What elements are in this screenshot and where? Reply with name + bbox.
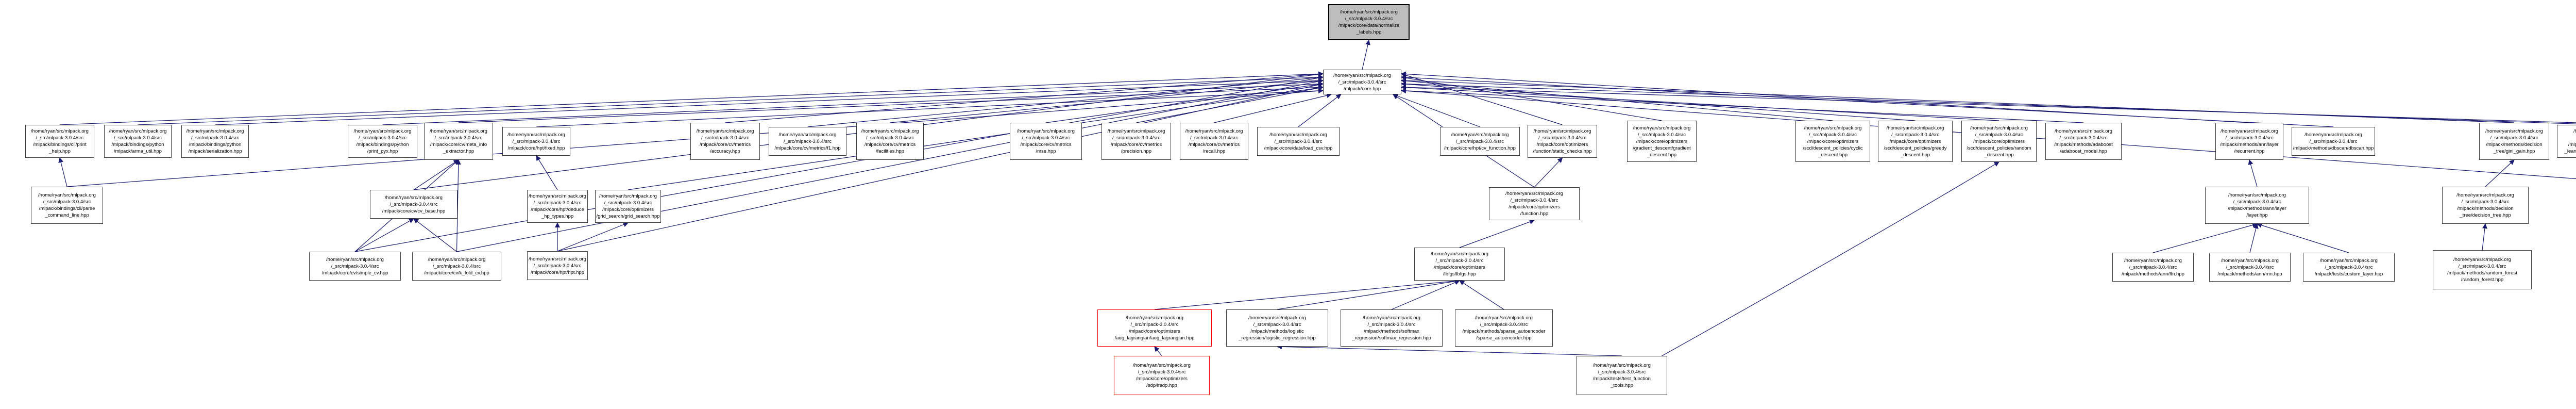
graph-node-d02[interactable]: /home/ryan/src/mlpack.org /_src/mlpack-3… (370, 190, 457, 219)
graph-node-d16[interactable]: /home/ryan/src/mlpack.org /_src/mlpack-3… (2205, 187, 2309, 224)
include-edge-d10-d09 (1154, 278, 1460, 310)
graph-node-n12[interactable]: /home/ryan/src/mlpack.org /_src/mlpack-3… (1180, 123, 1248, 160)
include-edge-d09-d08 (1459, 219, 1535, 248)
include-edge-n20-core (1401, 88, 2084, 123)
graph-node-d09[interactable]: /home/ryan/src/mlpack.org /_src/mlpack-3… (1414, 248, 1505, 281)
include-edge-d13-d09 (1459, 280, 1504, 310)
include-edge-n14-core (1393, 93, 1480, 127)
graph-node-d03[interactable]: /home/ryan/src/mlpack.org /_src/mlpack-3… (309, 252, 401, 281)
graph-node-n15[interactable]: /home/ryan/src/mlpack.org /_src/mlpack-3… (1528, 125, 1597, 158)
include-edge-n24-core (1401, 81, 2576, 124)
graph-node-n08[interactable]: /home/ryan/src/mlpack.org /_src/mlpack-3… (769, 127, 846, 156)
graph-node-core[interactable]: /home/ryan/src/mlpack.org /_src/mlpack-3… (1323, 70, 1401, 94)
graph-node-n18[interactable]: /home/ryan/src/mlpack.org /_src/mlpack-3… (1878, 121, 1953, 162)
include-edge-n16-core (1401, 75, 1662, 121)
include-edge-d16-n21 (2248, 159, 2258, 187)
graph-node-root: /home/ryan/src/mlpack.org /_src/mlpack-3… (1328, 4, 1410, 40)
include-edge-d04-n05 (455, 159, 461, 252)
graph-node-d15[interactable]: /home/ryan/src/mlpack.org /_src/mlpack-3… (1577, 356, 1667, 395)
include-edge-n19-core (1401, 85, 1999, 121)
graph-node-d05[interactable]: /home/ryan/src/mlpack.org /_src/mlpack-3… (527, 190, 588, 223)
graph-node-n02[interactable]: /home/ryan/src/mlpack.org /_src/mlpack-3… (104, 125, 172, 158)
include-edge-n15-core (1401, 72, 1563, 125)
graph-node-n22[interactable]: /home/ryan/src/mlpack.org /_src/mlpack-3… (2292, 127, 2375, 156)
include-edge-n05-core (458, 85, 1324, 123)
graph-node-d01[interactable]: /home/ryan/src/mlpack.org /_src/mlpack-3… (31, 187, 103, 224)
include-edge-d03-core (354, 75, 1324, 252)
include-edge-d04-core (456, 78, 1324, 252)
graph-node-d08[interactable]: /home/ryan/src/mlpack.org /_src/mlpack-3… (1489, 187, 1580, 220)
graph-node-n07[interactable]: /home/ryan/src/mlpack.org /_src/mlpack-3… (690, 123, 760, 160)
include-edge-d08-n15 (1534, 157, 1563, 188)
graph-node-n11[interactable]: /home/ryan/src/mlpack.org /_src/mlpack-3… (1101, 123, 1171, 160)
graph-node-n23[interactable]: /home/ryan/src/mlpack.org /_src/mlpack-3… (2479, 123, 2549, 160)
include-edge-d05-n06 (536, 155, 558, 190)
graph-node-d10[interactable]: /home/ryan/src/mlpack.org /_src/mlpack-3… (1097, 309, 1212, 347)
include-edge-n22-core (1401, 74, 2334, 127)
include-edge-n08-core (807, 75, 1324, 127)
include-edge-d19-d16 (2257, 222, 2349, 253)
graph-node-n09[interactable]: /home/ryan/src/mlpack.org /_src/mlpack-3… (856, 123, 924, 160)
include-edge-n01-core (59, 71, 1324, 125)
include-edge-d12-d09 (1391, 280, 1460, 310)
graph-node-n14[interactable]: /home/ryan/src/mlpack.org /_src/mlpack-3… (1440, 127, 1520, 156)
graph-node-n17[interactable]: /home/ryan/src/mlpack.org /_src/mlpack-3… (1795, 121, 1870, 162)
graph-node-n21[interactable]: /home/ryan/src/mlpack.org /_src/mlpack-3… (2215, 123, 2283, 160)
include-edge-n25-core (1401, 85, 2576, 123)
include-edge-d21-d20 (2482, 223, 2487, 251)
graph-node-d11[interactable]: /home/ryan/src/mlpack.org /_src/mlpack-3… (1226, 309, 1328, 347)
graph-node-d14[interactable]: /home/ryan/src/mlpack.org /_src/mlpack-3… (1114, 356, 1210, 395)
include-edge-n02-core (138, 74, 1324, 125)
include-edge-n06-core (536, 88, 1324, 127)
include-edge-d07-d06 (557, 222, 629, 252)
include-edge-d03-d02 (354, 218, 414, 252)
include-edge-d15-d11 (1277, 344, 1622, 356)
include-edge-d07-core (557, 82, 1324, 252)
graph-node-n13[interactable]: /home/ryan/src/mlpack.org /_src/mlpack-3… (1257, 127, 1340, 156)
graph-node-n01[interactable]: /home/ryan/src/mlpack.org /_src/mlpack-3… (25, 125, 94, 158)
include-edge-d11-d09 (1277, 279, 1460, 310)
graph-node-d12[interactable]: /home/ryan/src/mlpack.org /_src/mlpack-3… (1341, 309, 1443, 347)
include-edge-core-root (1362, 40, 1370, 70)
graph-node-n19[interactable]: /home/ryan/src/mlpack.org /_src/mlpack-3… (1961, 121, 2037, 162)
include-edge-d02-n05 (413, 159, 459, 190)
include-edge-n07-core (725, 71, 1324, 123)
graph-node-d06[interactable]: /home/ryan/src/mlpack.org /_src/mlpack-3… (595, 190, 661, 223)
include-edge-d01-n01 (58, 157, 67, 187)
graph-node-d18[interactable]: /home/ryan/src/mlpack.org /_src/mlpack-3… (2209, 253, 2291, 282)
include-edge-d18-d16 (2249, 223, 2259, 253)
graph-node-n24[interactable]: /home/ryan/src/mlpack.org /_src/mlpack-3… (2557, 125, 2576, 158)
include-edge-d04-d02 (413, 218, 457, 252)
include-edge-n12-core (1214, 93, 1332, 123)
graph-node-n05[interactable]: /home/ryan/src/mlpack.org /_src/mlpack-3… (424, 123, 493, 160)
include-edge-n13-core (1298, 94, 1342, 127)
graph-node-d13[interactable]: /home/ryan/src/mlpack.org /_src/mlpack-3… (1455, 309, 1553, 347)
include-edge-n03-core (215, 78, 1324, 125)
graph-node-n20[interactable]: /home/ryan/src/mlpack.org /_src/mlpack-3… (2045, 123, 2122, 160)
include-edge-d14-d10 (1154, 346, 1162, 356)
include-edge-d17-d16 (2153, 222, 2258, 253)
graph-node-n04[interactable]: /home/ryan/src/mlpack.org /_src/mlpack-3… (348, 125, 417, 158)
graph-node-d19[interactable]: /home/ryan/src/mlpack.org /_src/mlpack-3… (2303, 253, 2395, 282)
graph-node-d04[interactable]: /home/ryan/src/mlpack.org /_src/mlpack-3… (412, 252, 501, 281)
graph-node-d07[interactable]: /home/ryan/src/mlpack.org /_src/mlpack-3… (527, 251, 588, 280)
graph-node-n10[interactable]: /home/ryan/src/mlpack.org /_src/mlpack-3… (1010, 123, 1082, 160)
graph-node-d21[interactable]: /home/ryan/src/mlpack.org /_src/mlpack-3… (2433, 250, 2532, 289)
graph-node-n16[interactable]: /home/ryan/src/mlpack.org /_src/mlpack-3… (1627, 121, 1697, 162)
graph-node-d17[interactable]: /home/ryan/src/mlpack.org /_src/mlpack-3… (2112, 253, 2194, 282)
graph-node-n03[interactable]: /home/ryan/src/mlpack.org /_src/mlpack-3… (181, 125, 249, 158)
graph-node-n06[interactable]: /home/ryan/src/mlpack.org /_src/mlpack-3… (502, 127, 570, 156)
include-edge-d15-n19 (1652, 161, 1999, 362)
include-edge-n10-core (1045, 81, 1324, 123)
include-edge-n04-core (382, 81, 1324, 125)
include-edge-d06-core (628, 85, 1324, 190)
graph-node-d20[interactable]: /home/ryan/src/mlpack.org /_src/mlpack-3… (2442, 187, 2529, 224)
